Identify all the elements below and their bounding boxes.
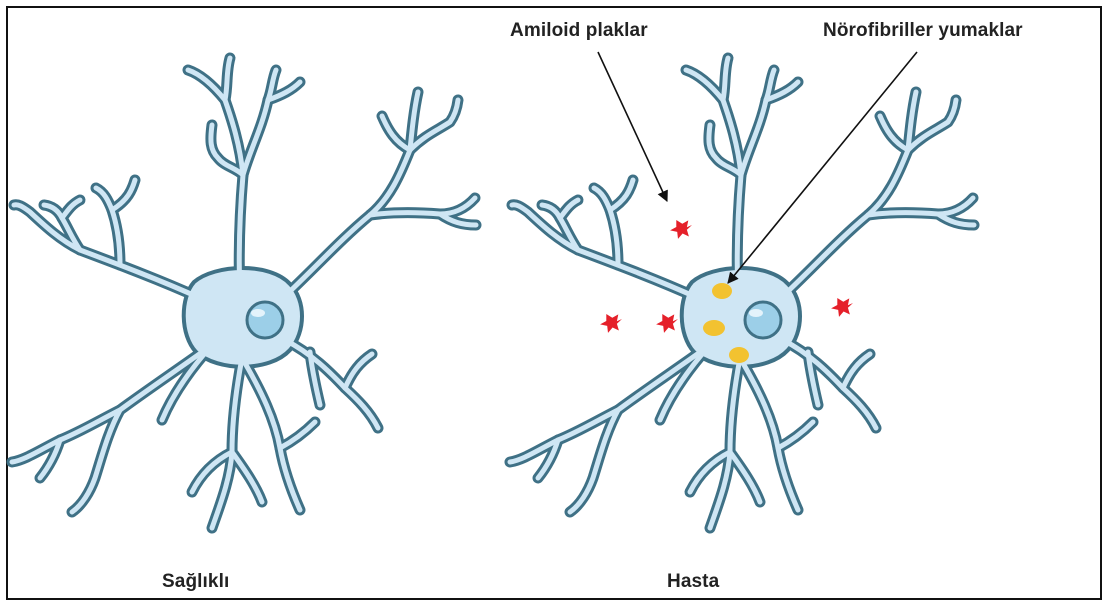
healthy-neuron-nucleus [247, 302, 283, 338]
tangle-dot [712, 283, 732, 299]
tangles-pointer-arrow [728, 52, 917, 283]
tangle-dot [703, 320, 725, 336]
diseased-neuron-nucleus [745, 302, 781, 338]
plaque-star [831, 298, 853, 317]
plaque-star [600, 314, 622, 333]
healthy-neuron-nucleus-highlight [251, 309, 265, 317]
healthy-caption: Sağlıklı [162, 571, 229, 593]
diseased-neuron-nucleus-highlight [749, 309, 763, 317]
neurofibrillary-tangles-label: Nörofibriller yumaklar [823, 20, 1023, 42]
tangle-dot [729, 347, 749, 363]
plaque-star [656, 314, 678, 333]
diseased-neuron [510, 58, 974, 528]
diseased-caption: Hasta [667, 571, 719, 593]
amyloid-plaques-label: Amiloid plaklar [510, 20, 648, 42]
plaque-star [670, 220, 692, 239]
healthy-neuron [12, 58, 476, 528]
